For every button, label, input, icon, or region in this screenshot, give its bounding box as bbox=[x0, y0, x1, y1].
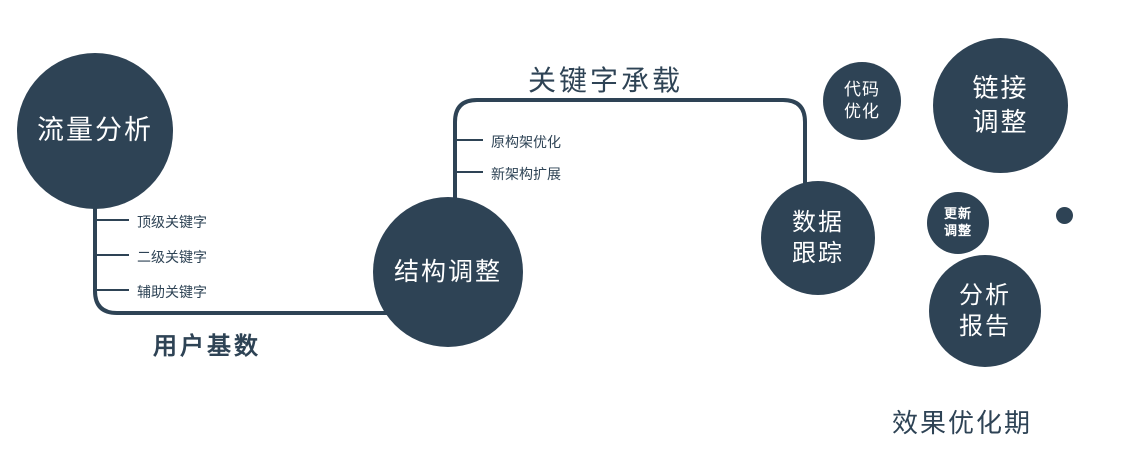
node-analysis-report-line2: 报告 bbox=[959, 313, 1011, 340]
footer-label-effect-optimization: 效果优化期 bbox=[892, 408, 1033, 438]
node-data-tracking: 数据 跟踪 bbox=[761, 181, 875, 295]
node-update-adjustment: 更新 调整 bbox=[927, 192, 989, 254]
node-traffic-analysis-label: 流量分析 bbox=[37, 115, 153, 146]
node-structure-adjustment-label: 结构调整 bbox=[393, 257, 502, 286]
node-code-optimization-line1: 代码 bbox=[844, 79, 880, 99]
node-data-tracking-line2: 跟踪 bbox=[792, 240, 844, 267]
node-link-adjustment-line2: 调整 bbox=[972, 106, 1029, 137]
node-code-optimization: 代码 优化 bbox=[823, 62, 901, 140]
branch-label-original-architecture: 原构架优化 bbox=[491, 134, 561, 150]
node-analysis-report-line1: 分析 bbox=[959, 281, 1011, 309]
branch-label-second-keyword: 二级关键字 bbox=[137, 249, 207, 265]
node-update-adjustment-line1: 更新 bbox=[943, 206, 972, 222]
node-code-optimization-line2: 优化 bbox=[844, 102, 880, 121]
node-traffic-analysis: 流量分析 bbox=[17, 53, 173, 209]
path-traffic-to-structure bbox=[93, 160, 430, 315]
node-structure-adjustment: 结构调整 bbox=[373, 197, 523, 347]
node-link-adjustment: 链接 调整 bbox=[933, 38, 1068, 173]
branch-label-new-architecture: 新架构扩展 bbox=[491, 166, 561, 182]
branch-label-top-keyword: 顶级关键字 bbox=[137, 214, 207, 230]
edge-label-keyword-carry: 关键字承载 bbox=[528, 65, 684, 96]
node-data-tracking-line1: 数据 bbox=[792, 208, 844, 236]
bullet-dot bbox=[1056, 207, 1073, 224]
branch-label-aux-keyword: 辅助关键字 bbox=[137, 284, 207, 300]
path-structure-to-data-tracking bbox=[453, 98, 807, 250]
edge-label-user-base: 用户基数 bbox=[153, 333, 261, 360]
node-analysis-report: 分析 报告 bbox=[929, 255, 1041, 367]
node-update-adjustment-line2: 调整 bbox=[943, 223, 972, 238]
node-link-adjustment-line1: 链接 bbox=[972, 72, 1029, 103]
